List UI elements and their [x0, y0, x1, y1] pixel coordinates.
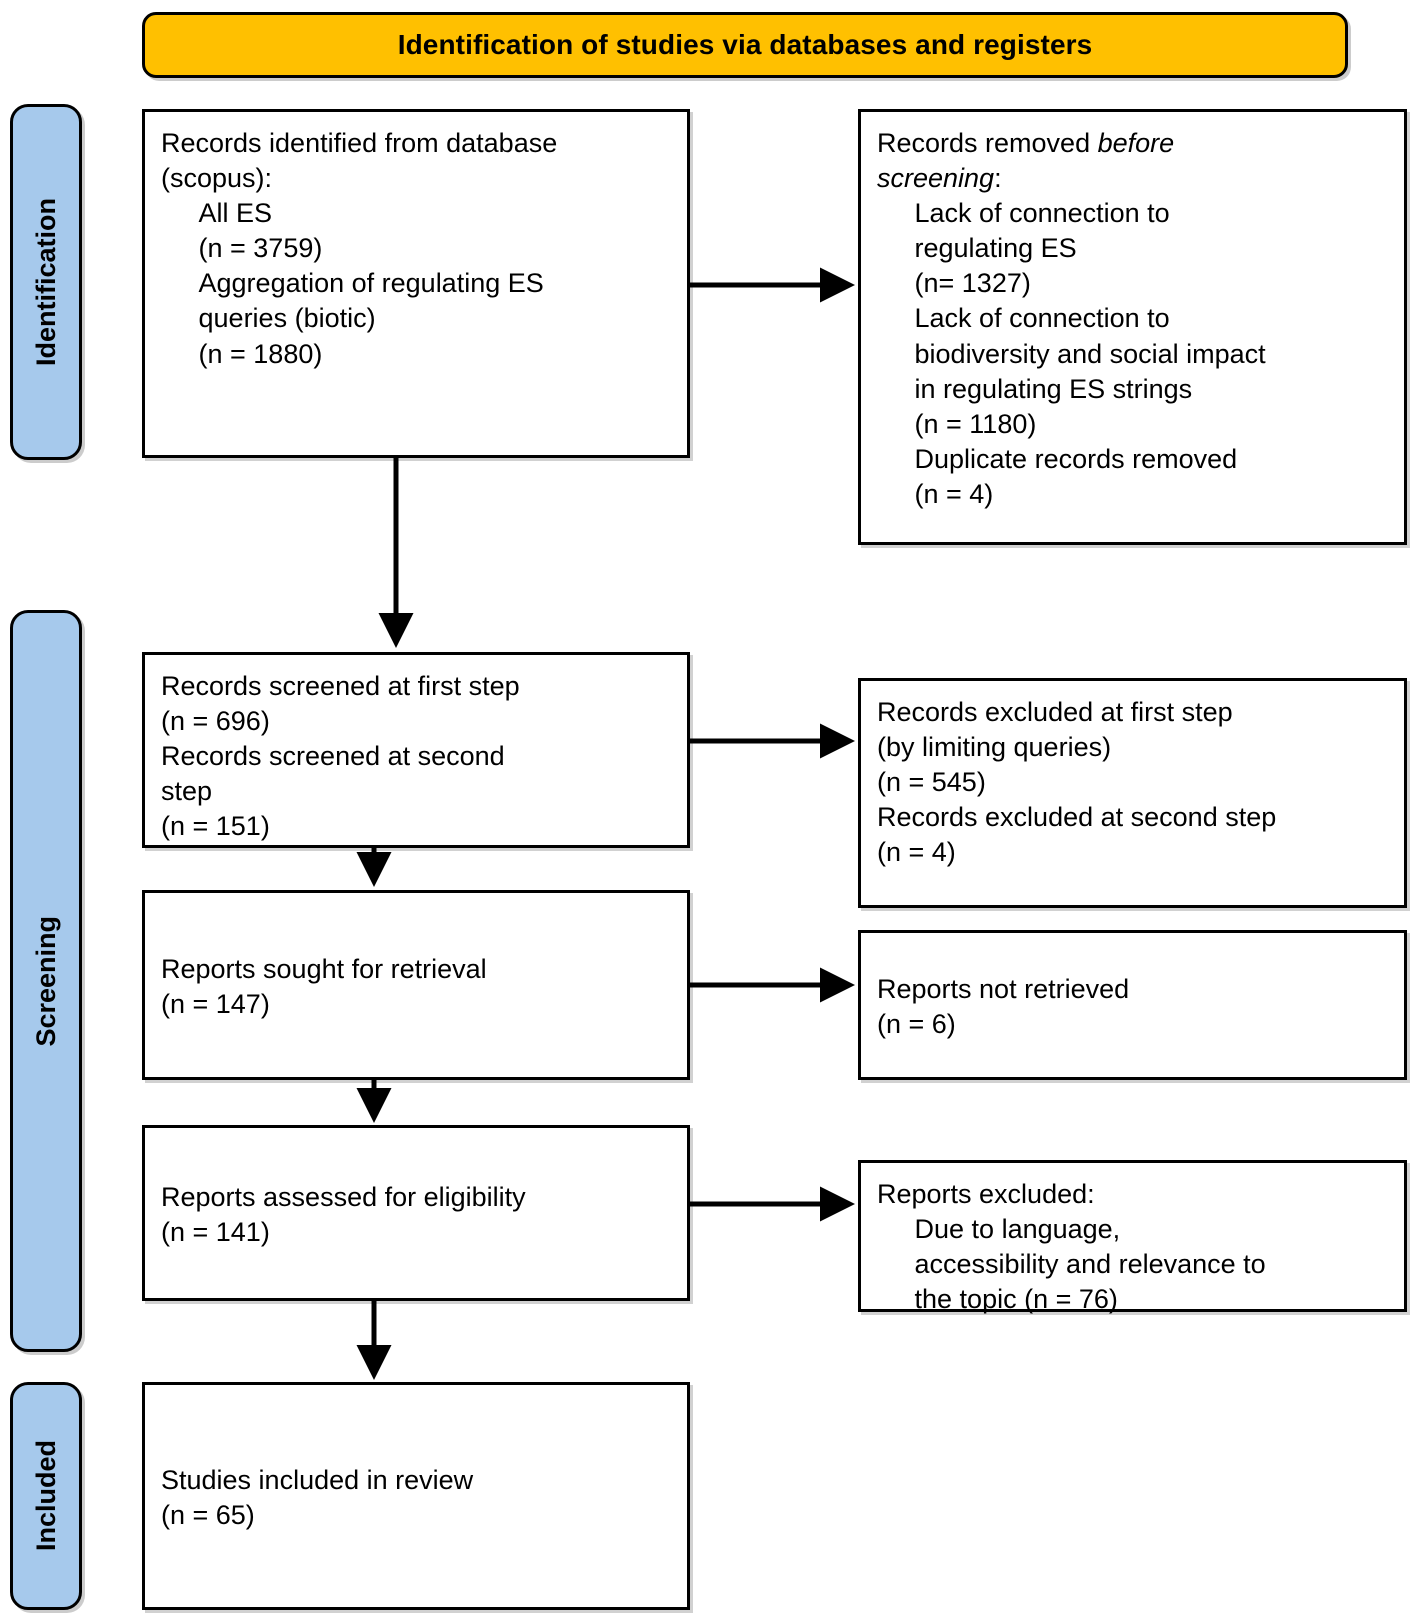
box-reports-sought: Reports sought for retrieval (n = 147)	[142, 890, 690, 1080]
box-reports-excluded-text: Reports excluded: Due to language, acces…	[877, 1179, 1266, 1315]
stage-label-included-text: Included	[30, 1440, 61, 1552]
box-records-screened-text: Records screened at first step (n = 696)…	[161, 671, 520, 842]
box-records-removed-text: Records removed before screening: Lack o…	[877, 126, 1388, 512]
box-records-excluded-first-step: Records excluded at first step (by limit…	[858, 678, 1407, 908]
header-title: Identification of studies via databases …	[397, 29, 1093, 60]
box-studies-included: Studies included in review (n = 65)	[142, 1382, 690, 1610]
stage-label-screening-text: Screening	[30, 915, 61, 1047]
box-reports-excluded: Reports excluded: Due to language, acces…	[858, 1160, 1407, 1314]
box-records-identified-text: Records identified from database (scopus…	[161, 128, 558, 369]
box-records-excluded-first-step-text: Records excluded at first step (by limit…	[877, 697, 1277, 868]
box-reports-not-retrieved-text: Reports not retrieved (n = 6)	[877, 973, 1130, 1039]
stage-label-identification-text: Identification	[30, 198, 61, 366]
box-reports-assessed: Reports assessed for eligibility (n = 14…	[142, 1125, 690, 1301]
stage-label-included: Included	[10, 1382, 82, 1610]
box-reports-not-retrieved: Reports not retrieved (n = 6)	[858, 930, 1407, 1080]
records-removed-head-italic: before screening	[877, 128, 1175, 194]
box-reports-assessed-text: Reports assessed for eligibility (n = 14…	[161, 1181, 526, 1247]
records-removed-head-colon: :	[994, 163, 1002, 194]
header-banner: Identification of studies via databases …	[142, 12, 1348, 78]
box-records-removed: Records removed before screening: Lack o…	[858, 109, 1407, 545]
box-records-identified: Records identified from database (scopus…	[142, 109, 690, 458]
records-removed-body: Lack of connection to regulating ES (n= …	[914, 198, 1266, 509]
box-records-screened: Records screened at first step (n = 696)…	[142, 652, 690, 848]
stage-label-identification: Identification	[10, 104, 82, 460]
box-reports-sought-text: Reports sought for retrieval (n = 147)	[161, 953, 487, 1019]
stage-label-screening: Screening	[10, 610, 82, 1352]
box-studies-included-text: Studies included in review (n = 65)	[161, 1464, 474, 1530]
records-removed-head: Records removed	[877, 128, 1098, 158]
